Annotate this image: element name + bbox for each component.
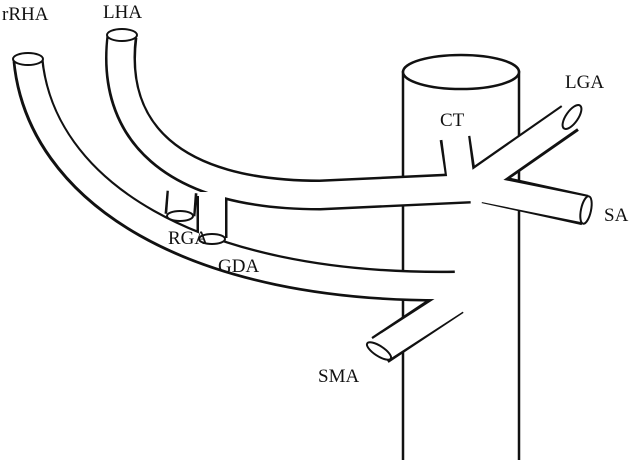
vessel-fills xyxy=(15,32,590,362)
label-LGA: LGA xyxy=(565,72,605,93)
vessel-ends xyxy=(12,28,593,361)
label-rRHA: rRHA xyxy=(2,4,49,25)
label-SMA: SMA xyxy=(318,366,360,387)
label-GDA: GDA xyxy=(218,256,260,277)
label-SA: SA xyxy=(604,205,629,226)
label-CT: CT xyxy=(440,110,465,131)
label-RGA: RGA xyxy=(168,228,209,249)
label-LHA: LHA xyxy=(103,2,143,23)
